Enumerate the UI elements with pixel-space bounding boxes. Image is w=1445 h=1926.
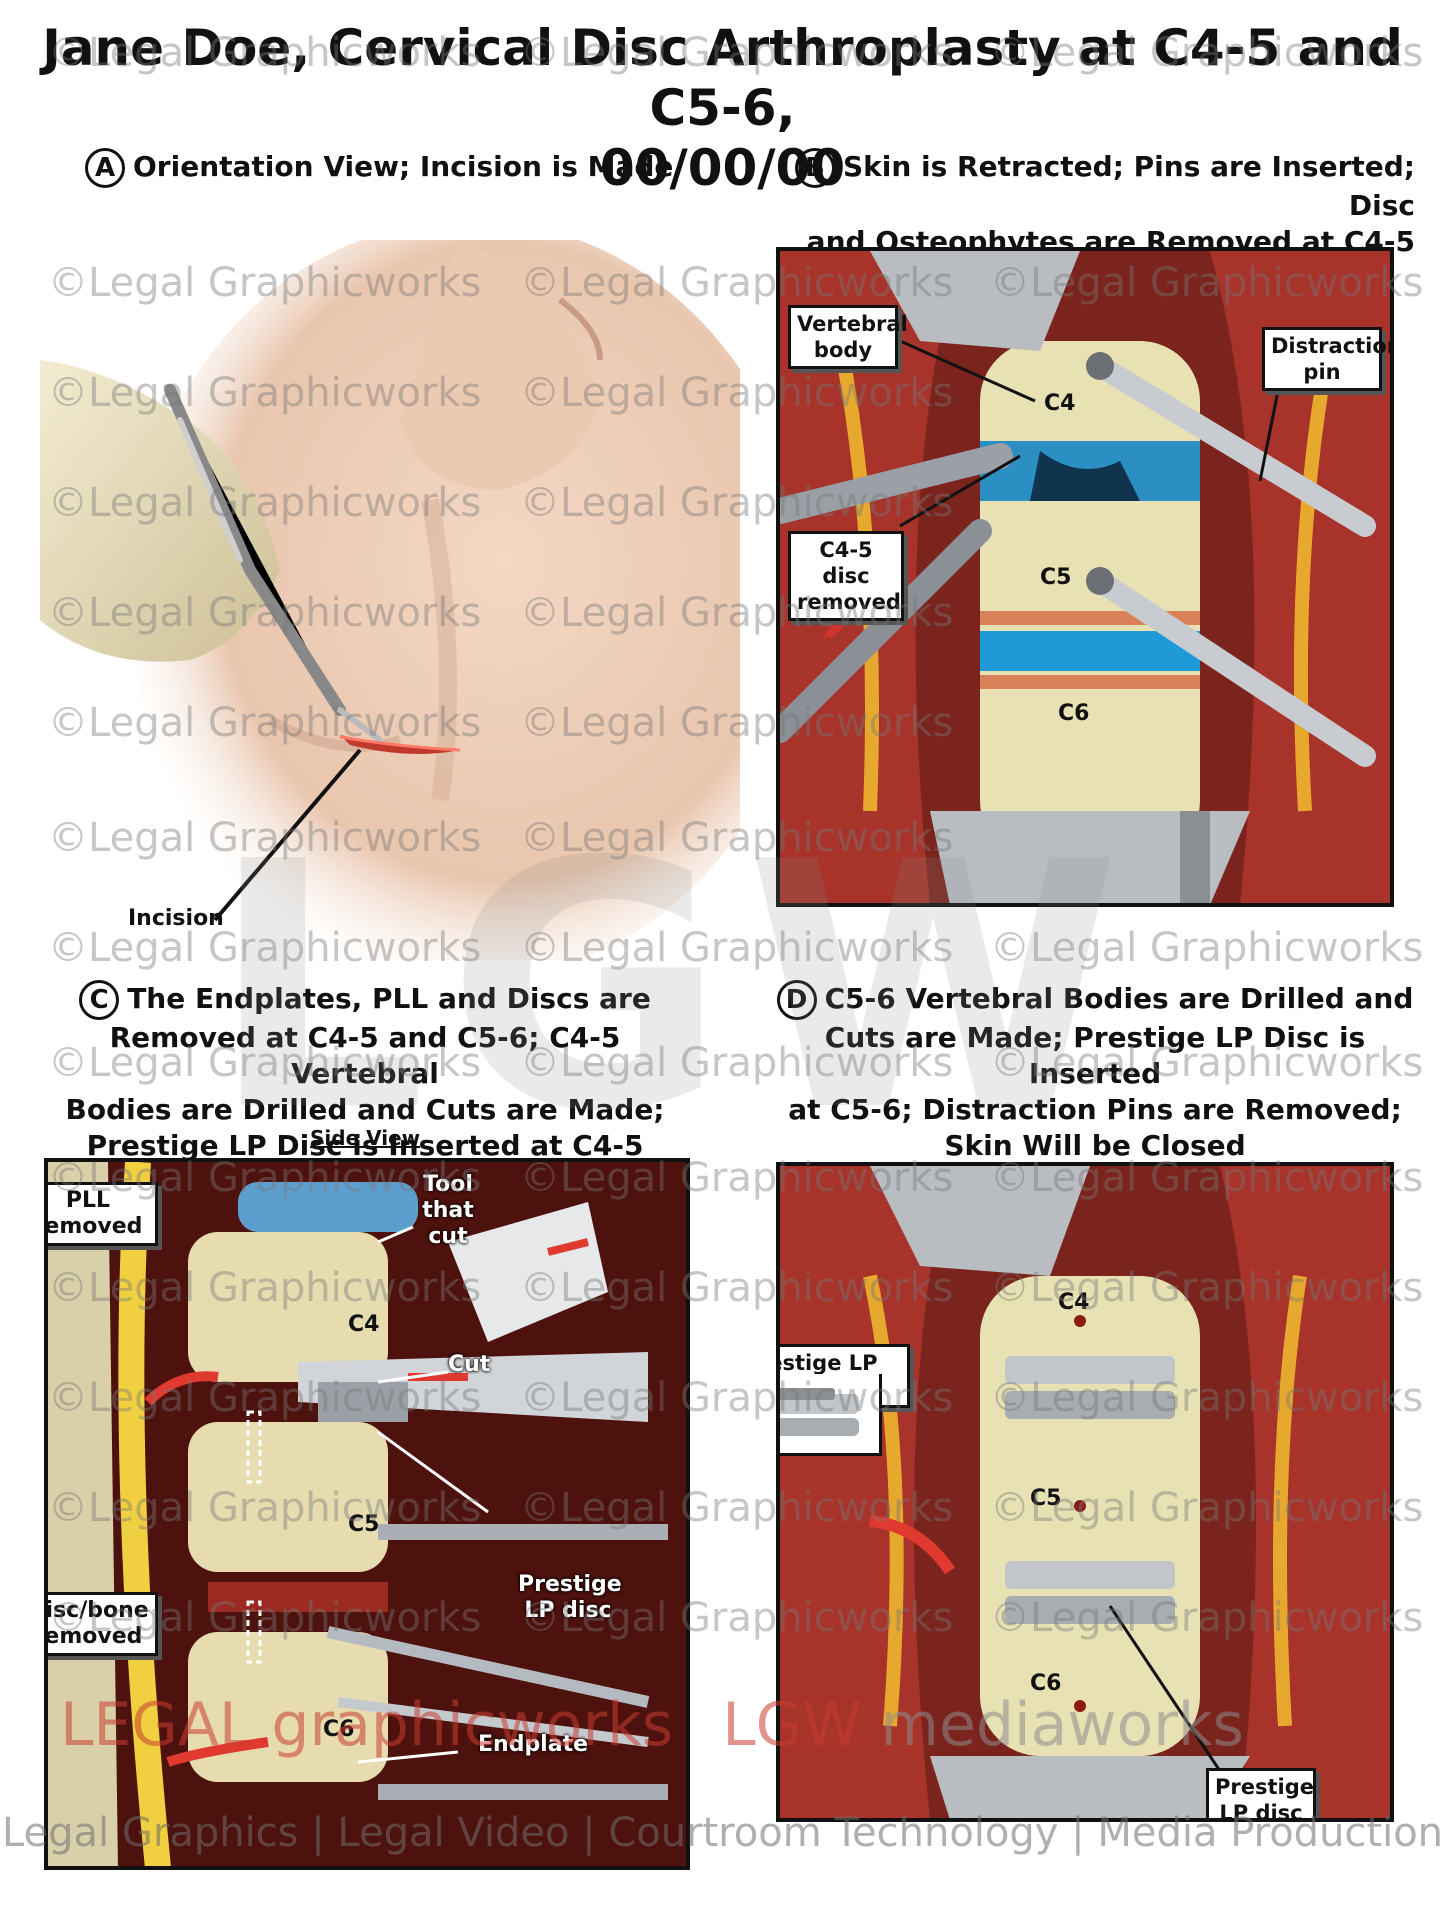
neck-illustration <box>40 220 810 980</box>
panel-b-frame: Vertebral body Distraction pin C4-5 disc… <box>776 247 1394 907</box>
panel-a-badge: A <box>85 148 125 188</box>
level-c4-d: C4 <box>1058 1290 1090 1315</box>
panel-d-badge: D <box>776 980 817 1020</box>
tool-label: Tool that cut <box>422 1172 474 1249</box>
panel-b-badge: B <box>794 148 835 188</box>
side-view-label: Side View <box>310 1126 421 1150</box>
level-c5-b: C5 <box>1040 565 1072 590</box>
side-view-illustration <box>48 1162 686 1866</box>
prestige-disc-icon <box>780 1388 859 1436</box>
panel-c-badge: C <box>79 980 120 1020</box>
cut-label: Cut <box>448 1352 491 1377</box>
bottom-brand-watermark: LEGAL graphicworks LGW mediaworks <box>60 1690 1244 1760</box>
level-c4-c: C4 <box>348 1312 380 1337</box>
callout-vertebral-body: Vertebral body <box>788 305 908 369</box>
endplate-label: Endplate <box>478 1732 589 1757</box>
footer-tagline: Legal Graphics | Legal Video | Courtroom… <box>1 1810 1444 1856</box>
callout-prestige-lp-disc-bottom: Prestige LP disc <box>1206 1768 1316 1818</box>
panel-a-illustration: Incision <box>40 220 810 980</box>
level-c5-c: C5 <box>348 1512 380 1537</box>
callout-pll-removed: PLL removed <box>48 1182 158 1246</box>
page-title: Jane Doe, Cervical Disc Arthroplasty at … <box>0 18 1445 198</box>
panel-c-frame: PLL removed Disc/bone removed Tool that … <box>44 1158 690 1870</box>
panel-d-frame: Prestige LP Disc Prestige LP disc C4 C5 … <box>776 1162 1394 1822</box>
title-line-1: Jane Doe, Cervical Disc Arthroplasty at … <box>42 19 1403 137</box>
callout-disc-bone-removed: Disc/bone removed <box>48 1592 158 1656</box>
prestige-disc-thumbnail <box>780 1374 882 1456</box>
callout-disc-removed: C4-5 disc removed <box>788 531 904 621</box>
callout-distraction-pin: Distraction pin <box>1262 327 1390 391</box>
watermark: ©Legal Graphicworks <box>990 925 1424 971</box>
level-c6-b: C6 <box>1058 701 1090 726</box>
prestige-lp-disc-label-c: Prestige LP disc <box>518 1572 622 1623</box>
level-c6-d: C6 <box>1030 1671 1062 1696</box>
level-c5-d: C5 <box>1030 1486 1062 1511</box>
incision-label: Incision <box>128 906 224 931</box>
surgical-field-d <box>780 1166 1390 1818</box>
level-c6-c: C6 <box>323 1717 355 1742</box>
level-c4-b: C4 <box>1044 391 1076 416</box>
